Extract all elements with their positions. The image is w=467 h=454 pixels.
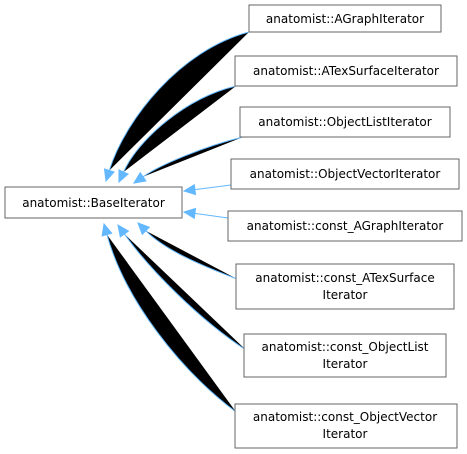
derived-class-label-line2: Iterator <box>323 288 368 302</box>
inheritance-arrowhead <box>182 183 197 196</box>
inheritance-edges <box>101 31 250 413</box>
derived-class-node-atexsurface[interactable]: anatomist::ATexSurfaceIterator <box>234 55 458 87</box>
inheritance-edge <box>145 230 238 280</box>
inheritance-arrowhead <box>118 169 130 184</box>
derived-class-node-const-atexsurface[interactable]: anatomist::const_ATexSurface Iterator <box>235 263 455 310</box>
derived-class-label: anatomist::ObjectListIterator <box>258 115 431 129</box>
inheritance-edge <box>194 184 232 191</box>
inheritance-arrowhead <box>182 207 197 220</box>
derived-class-node-objectlist[interactable]: anatomist::ObjectListIterator <box>239 106 451 138</box>
inheritance-edge <box>194 212 229 219</box>
inheritance-edge <box>123 85 237 173</box>
derived-class-label: anatomist::AGraphIterator <box>266 12 424 26</box>
derived-class-node-agraph[interactable]: anatomist::AGraphIterator <box>248 4 442 33</box>
derived-class-label-line2: Iterator <box>323 357 368 371</box>
derived-class-label: anatomist::const_AGraphIterator <box>247 219 444 233</box>
inheritance-arrowhead <box>133 171 147 184</box>
derived-class-label: anatomist::ObjectVectorIterator <box>250 167 441 181</box>
inheritance-arrowhead <box>101 222 113 237</box>
inheritance-edge <box>108 31 250 171</box>
inheritance-edge <box>106 234 237 413</box>
derived-class-node-const-objectlist[interactable]: anatomist::const_ObjectList Iterator <box>243 333 447 378</box>
inheritance-arrowhead <box>103 168 115 183</box>
derived-class-node-const-objectvector[interactable]: anatomist::const_ObjectVector Iterator <box>234 403 458 449</box>
derived-class-label-line2: Iterator <box>323 427 368 441</box>
inheritance-arrowhead <box>117 224 130 238</box>
derived-class-label: anatomist::ATexSurfaceIterator <box>253 64 439 78</box>
derived-class-label-line1: anatomist::const_ObjectList <box>262 340 429 354</box>
inheritance-edge <box>142 136 244 178</box>
inheritance-arrowhead <box>137 222 151 236</box>
derived-class-node-const-agraph[interactable]: anatomist::const_AGraphIterator <box>227 210 463 242</box>
base-class-label: anatomist::BaseIterator <box>22 196 165 210</box>
base-class-node[interactable]: anatomist::BaseIterator <box>4 186 183 219</box>
derived-class-label-line1: anatomist::const_ObjectVector <box>253 410 437 424</box>
derived-class-node-objectvector[interactable]: anatomist::ObjectVectorIterator <box>230 158 460 190</box>
inheritance-edge <box>123 233 247 351</box>
derived-class-label-line1: anatomist::const_ATexSurface <box>255 271 434 285</box>
